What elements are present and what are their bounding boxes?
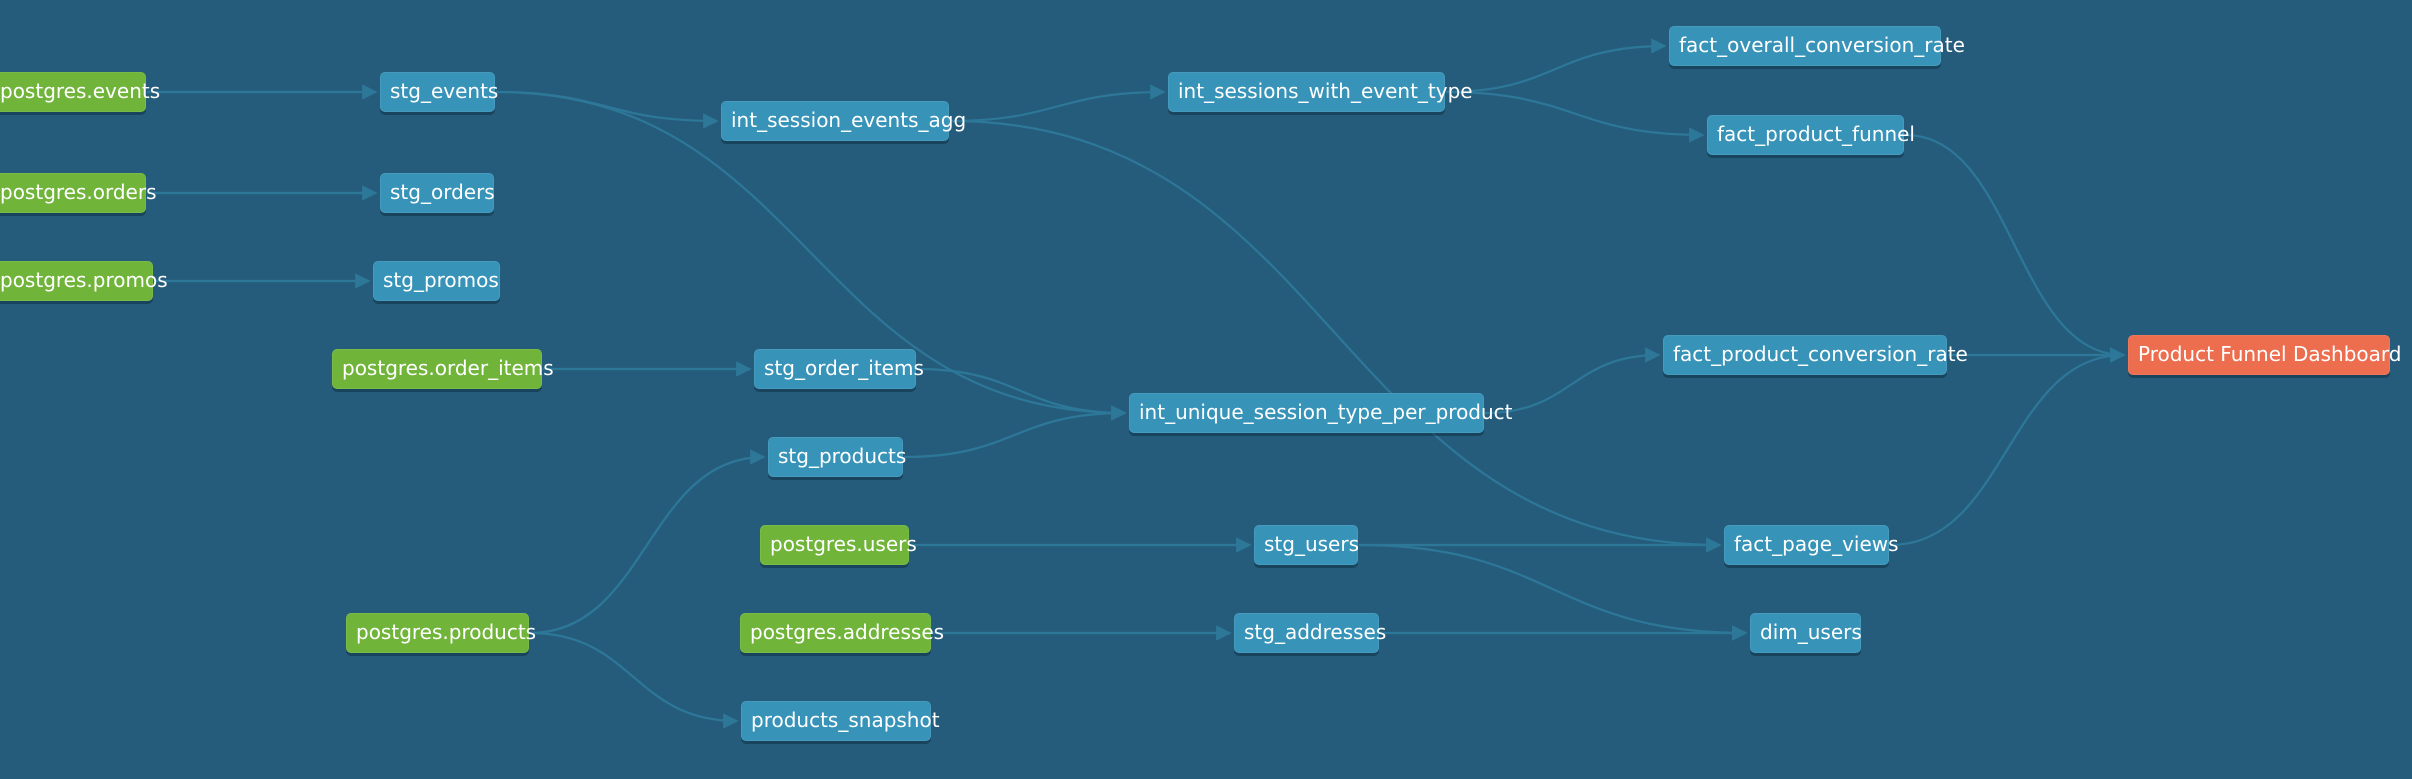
node-stg-promos[interactable]: stg_promos (373, 261, 500, 301)
node-fact-overall-conversion-rate[interactable]: fact_overall_conversion_rate (1669, 26, 1965, 66)
edge-int-sessions-with-event-type-to-fact-overall-conversion-rate (1445, 38, 1667, 94)
node-stg-users[interactable]: stg_users (1254, 525, 1359, 565)
node-fact-page-views[interactable]: fact_page_views (1724, 525, 1899, 565)
node-src-products[interactable]: postgres.products (346, 613, 536, 653)
node-stg-order-items[interactable]: stg_order_items (754, 349, 924, 389)
node-int-session-events-agg[interactable]: int_session_events_agg (721, 101, 966, 141)
edge-fact-page-views-to-product-funnel-dashboard (1889, 347, 2126, 547)
node-products-snapshot[interactable]: products_snapshot (741, 701, 940, 741)
node-fact-product-conversion-rate[interactable]: fact_product_conversion_rate (1663, 335, 1968, 375)
edge-stg-order-items-to-int-unique-session-type-per-product (916, 367, 1127, 421)
edge-src-products-to-products-snapshot (529, 631, 739, 729)
node-src-promos[interactable]: postgres.promos (0, 261, 168, 301)
node-fact-product-funnel[interactable]: fact_product_funnel (1707, 115, 1915, 155)
node-stg-products[interactable]: stg_products (768, 437, 906, 477)
node-stg-events[interactable]: stg_events (380, 72, 498, 112)
node-int-sessions-with-event-type[interactable]: int_sessions_with_event_type (1168, 72, 1473, 112)
node-stg-orders[interactable]: stg_orders (380, 173, 495, 213)
node-src-order-items[interactable]: postgres.order_items (332, 349, 554, 389)
edge-fact-product-funnel-to-product-funnel-dashboard (1904, 133, 2126, 363)
edge-stg-events-to-int-session-events-agg (495, 90, 719, 129)
edge-int-session-events-agg-to-fact-page-views (949, 119, 1722, 553)
edge-int-session-events-agg-to-int-sessions-with-event-type (949, 84, 1166, 123)
node-dim-users[interactable]: dim_users (1750, 613, 1862, 653)
edge-src-products-to-stg-products (529, 449, 766, 635)
edge-stg-products-to-int-unique-session-type-per-product (903, 405, 1127, 459)
node-src-events[interactable]: postgres.events (0, 72, 160, 112)
node-int-unique-session-type-per-product[interactable]: int_unique_session_type_per_product (1129, 393, 1513, 433)
edge-int-sessions-with-event-type-to-fact-product-funnel (1445, 90, 1705, 143)
node-product-funnel-dashboard[interactable]: Product Funnel Dashboard (2128, 335, 2401, 375)
node-src-users[interactable]: postgres.users (760, 525, 917, 565)
node-src-addresses[interactable]: postgres.addresses (740, 613, 944, 653)
node-src-orders[interactable]: postgres.orders (0, 173, 157, 213)
node-stg-addresses[interactable]: stg_addresses (1234, 613, 1386, 653)
edge-stg-users-to-dim-users (1358, 543, 1748, 641)
